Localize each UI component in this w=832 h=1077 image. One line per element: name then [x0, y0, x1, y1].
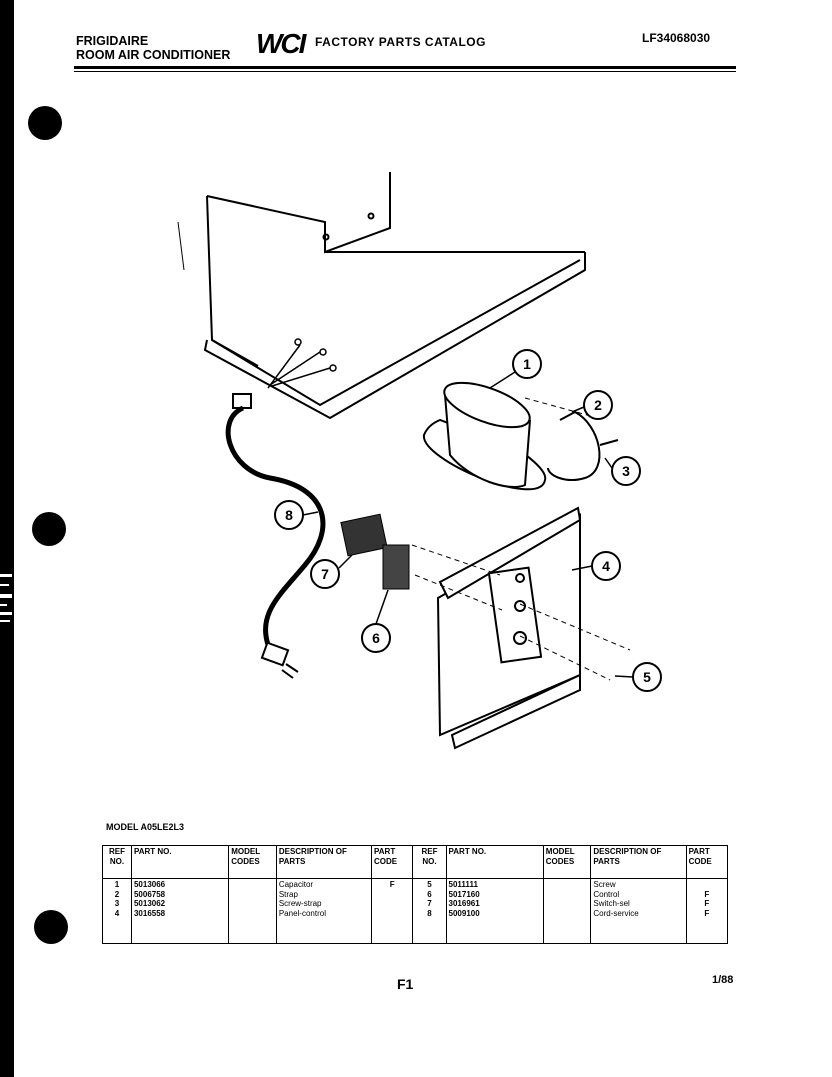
callout-5: 5 — [643, 669, 651, 685]
capacitor-strap — [547, 410, 601, 481]
right-part-values: 5011111 5017160 3016961 5009100 — [445, 878, 544, 944]
assembly-leader-lines — [411, 397, 631, 681]
control-thermostat — [382, 544, 410, 590]
wire-leads — [267, 338, 337, 389]
col-part-code: PART CODE — [371, 845, 414, 879]
header-rule — [74, 66, 736, 69]
callout-circles — [274, 349, 662, 692]
wci-logo: WCI — [256, 28, 306, 59]
col-description-2: DESCRIPTION OF PARTS — [590, 845, 687, 879]
col-model-codes-2: MODEL CODES — [542, 845, 592, 879]
col-part-no-2: PART NO. — [445, 845, 544, 879]
scan-edge-marks — [0, 574, 12, 622]
right-model-code-values — [542, 878, 592, 944]
control-panel — [436, 506, 582, 750]
brand-name: FRIGIDAIRE — [76, 34, 149, 48]
exploded-parts-diagram: 1 2 3 4 5 6 7 8 — [177, 172, 662, 750]
col-description: DESCRIPTION OF PARTS — [275, 845, 373, 879]
right-part-code-values: F F F — [685, 878, 729, 944]
callout-2: 2 — [594, 397, 602, 413]
model-number: MODEL A05LE2L3 — [106, 822, 185, 832]
col-ref-no-2: REF NO. — [412, 845, 447, 879]
binder-hole-bottom — [34, 910, 68, 944]
selector-switch — [340, 513, 388, 557]
table-header-row: REF NO. PART NO. MODEL CODES DESCRIPTION… — [102, 845, 729, 879]
strap-screw — [599, 439, 619, 446]
binder-hole-middle — [32, 512, 66, 546]
col-part-code-2: PART CODE — [685, 845, 729, 879]
cabinet-outline — [177, 172, 586, 420]
plug — [260, 641, 299, 679]
capacitor — [423, 381, 547, 491]
table-row: 1 2 3 4 5013066 5006758 5013062 3016558 … — [102, 878, 729, 944]
left-ref-values: 1 2 3 4 — [102, 878, 132, 944]
callout-8: 8 — [285, 507, 293, 523]
parts-table: REF NO. PART NO. MODEL CODES DESCRIPTION… — [102, 845, 729, 944]
catalog-title: FACTORY PARTS CATALOG — [315, 35, 486, 49]
col-part-no: PART NO. — [130, 845, 230, 879]
col-model-codes: MODEL CODES — [228, 845, 277, 879]
callout-1: 1 — [523, 356, 531, 372]
binder-hole-top — [28, 106, 62, 140]
header-left: FRIGIDAIRE ROOM AIR CONDITIONER — [76, 34, 230, 62]
right-ref-values: 5 6 7 8 — [412, 878, 447, 944]
callout-leaders — [302, 371, 634, 678]
left-part-code-values: F — [371, 878, 414, 944]
callout-6: 6 — [372, 630, 380, 646]
revision-date: 1/88 — [712, 974, 734, 986]
callout-4: 4 — [602, 558, 610, 574]
catalog-code: LF34068030 — [642, 31, 711, 45]
page-number: F1 — [397, 976, 414, 992]
callout-3: 3 — [622, 463, 630, 479]
product-name: ROOM AIR CONDITIONER — [76, 48, 231, 62]
left-part-values: 5013066 5006758 5013062 3016558 — [130, 878, 230, 944]
callout-7: 7 — [321, 566, 329, 582]
left-model-code-values — [228, 878, 277, 944]
left-description-values: Capacitor Strap Screw-strap Panel-contro… — [275, 878, 373, 944]
right-description-values: Screw Control Switch-sel Cord-service — [590, 878, 687, 944]
header-rule-thin — [74, 71, 736, 72]
power-cord — [225, 405, 326, 651]
col-ref-no: REF NO. — [102, 845, 132, 879]
